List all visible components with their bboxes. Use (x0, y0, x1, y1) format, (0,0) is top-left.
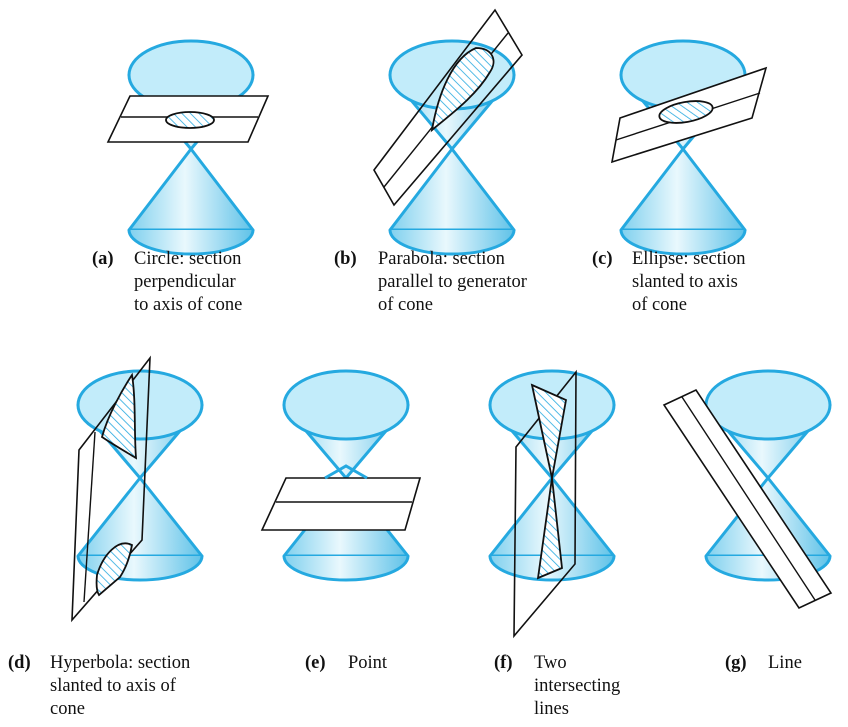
caption-e-text: Point (348, 653, 388, 673)
caption-b-tag: (b) (334, 249, 357, 269)
caption-e-tag: (e) (305, 653, 326, 673)
panel-f-two-lines (488, 369, 616, 639)
double-cone-a (127, 39, 255, 256)
caption-c: (c) Ellipse: section slanted to axis of … (592, 248, 792, 323)
caption-c-text: Ellipse: section slanted to axis of cone (632, 249, 746, 315)
line-pair-upper-f (530, 383, 568, 479)
panel-c-ellipse (610, 39, 768, 256)
double-cone-e (282, 369, 410, 582)
caption-g-text: Line (768, 653, 802, 673)
parabola-section-b (430, 47, 495, 133)
panel-d-hyperbola (71, 355, 204, 623)
panel-e-point (260, 369, 422, 582)
panel-a-circle (106, 39, 270, 256)
hyperbola-lower-branch-d (95, 542, 134, 597)
caption-g-tag: (g) (725, 653, 747, 673)
caption-a-tag: (a) (92, 249, 114, 269)
caption-b: (b) Parabola: section parallel to genera… (334, 248, 574, 323)
circle-section-a (165, 111, 215, 129)
caption-e: (e) Point (305, 652, 425, 677)
ellipse-section-c (658, 100, 714, 124)
line-pair-lower-f (536, 477, 563, 580)
plane-e (260, 477, 422, 531)
caption-a: (a) Circle: section perpendicular to axi… (92, 248, 292, 323)
caption-c-tag: (c) (592, 249, 613, 269)
panel-g-line (662, 369, 833, 610)
caption-f: (f) Two intersecting lines (494, 652, 644, 727)
caption-d: (d) Hyperbola: section slanted to axis o… (8, 652, 248, 727)
hyperbola-upper-branch-d (100, 372, 138, 460)
plane-g (662, 388, 833, 610)
plane-b (373, 8, 523, 207)
caption-f-text: Two intersecting lines (534, 653, 621, 719)
caption-f-tag: (f) (494, 653, 513, 673)
panel-b-parabola (373, 8, 523, 256)
caption-g: (g) Line (725, 652, 835, 677)
caption-d-tag: (d) (8, 653, 31, 673)
caption-b-text: Parabola: section parallel to generator … (378, 249, 527, 315)
double-cone-d (76, 369, 204, 582)
caption-a-text: Circle: section perpendicular to axis of… (134, 249, 243, 315)
caption-d-text: Hyperbola: section slanted to axis of co… (50, 653, 191, 719)
